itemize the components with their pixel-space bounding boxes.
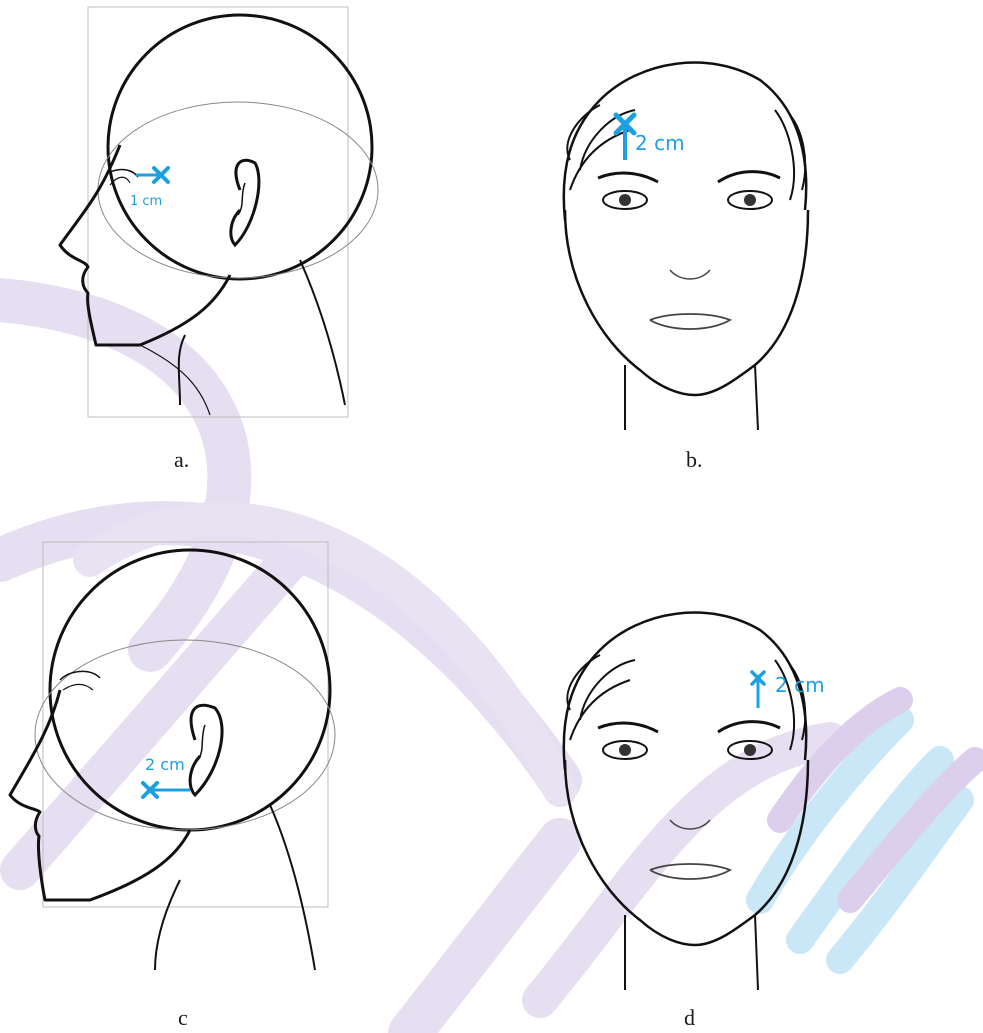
measurement-label: 2 cm bbox=[145, 755, 185, 774]
frontal-face-drawing: 2 cm bbox=[540, 20, 850, 430]
measurement-label: 1 cm bbox=[130, 194, 162, 209]
caption-b: b. bbox=[686, 447, 703, 473]
caption-d: d bbox=[684, 1005, 695, 1031]
panel-b: 2 cm bbox=[540, 20, 850, 430]
panel-d: 2 cm bbox=[540, 570, 850, 990]
profile-head-drawing: 2 cm bbox=[5, 540, 345, 970]
measurement-label: 2 cm bbox=[775, 673, 825, 697]
caption-c: c bbox=[178, 1005, 188, 1031]
frontal-face-drawing: 2 cm bbox=[540, 570, 850, 990]
panel-a: 1 cm bbox=[40, 5, 380, 430]
profile-head-drawing: 1 cm bbox=[40, 5, 380, 430]
panel-c: 2 cm bbox=[5, 540, 345, 970]
measurement-label: 2 cm bbox=[635, 131, 685, 155]
caption-a: a. bbox=[174, 447, 189, 473]
